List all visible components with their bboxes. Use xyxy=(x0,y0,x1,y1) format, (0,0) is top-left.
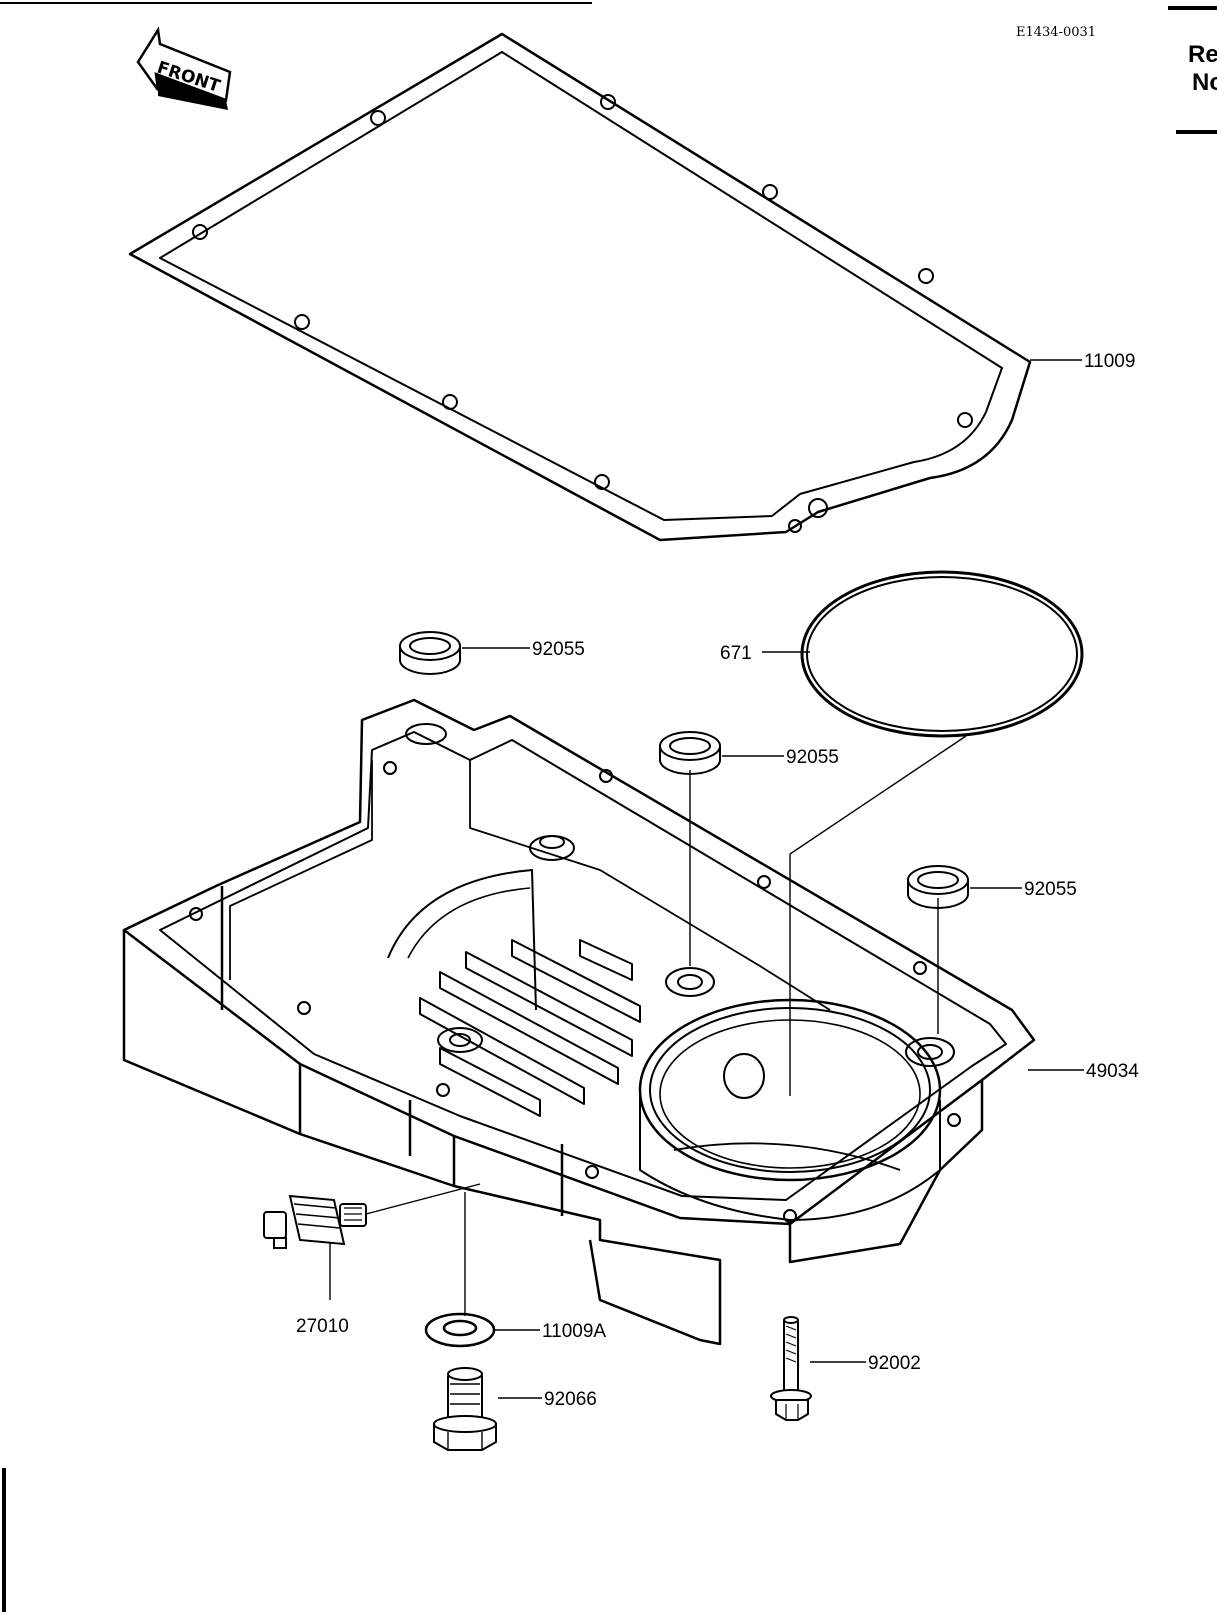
oil-pan-gasket xyxy=(128,32,1032,542)
pan-flange-holes xyxy=(189,761,961,1223)
part-callouts: 11009 671 92055 92055 92055 49034 27010 … xyxy=(296,351,1139,1410)
callout-seal-center: 92055 xyxy=(786,747,839,768)
callout-switch: 27010 xyxy=(296,1316,349,1337)
drawing-code: E1434-0031 xyxy=(1016,25,1096,40)
callout-gasket: 11009 xyxy=(1084,351,1135,372)
side-header-line1: Re xyxy=(1188,41,1217,68)
callout-bolt: 92002 xyxy=(868,1353,921,1374)
gasket-bolt-holes xyxy=(192,94,973,533)
drain-plug xyxy=(433,1367,497,1451)
oil-pan xyxy=(122,698,1036,1346)
drain-plug-washer xyxy=(424,1312,496,1348)
callout-o-ring: 671 xyxy=(720,643,752,664)
seal-left xyxy=(399,631,461,675)
o-ring xyxy=(800,570,1084,738)
pan-bosses xyxy=(405,723,955,1067)
seal-center xyxy=(659,731,721,775)
side-header-line2: No xyxy=(1192,69,1217,96)
pan-bolt xyxy=(770,1316,812,1421)
seal-right xyxy=(907,865,969,909)
oil-pressure-switch xyxy=(263,1194,367,1249)
pan-ribs xyxy=(419,939,641,1117)
callout-seal-left: 92055 xyxy=(532,639,585,660)
callout-seal-right: 92055 xyxy=(1024,879,1077,900)
front-direction-icon: FRONT xyxy=(136,26,232,110)
leader-lines xyxy=(329,359,1084,1399)
callout-washer: 11009A xyxy=(542,1321,606,1342)
callout-drain-plug: 92066 xyxy=(544,1389,597,1410)
callout-oil-pan: 49034 xyxy=(1086,1061,1139,1082)
